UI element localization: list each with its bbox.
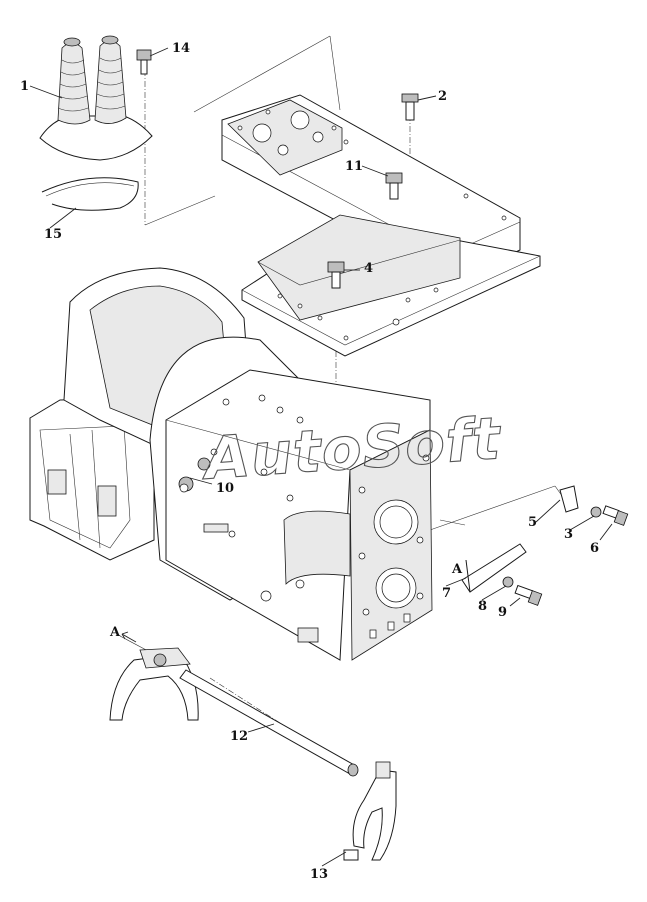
reference-arrow-icon: [121, 633, 137, 643]
bolt-6-part: [602, 505, 629, 526]
callout-10: 10: [216, 481, 234, 496]
arrowhead-icon: [121, 631, 129, 640]
callout-6: 6: [590, 541, 599, 556]
shift-fork-upper-part: [109, 647, 199, 721]
callout-4: 4: [364, 261, 373, 276]
shift-rod-12-part: [179, 669, 359, 777]
callout-5: 5: [528, 515, 537, 530]
bolt-14-part: [136, 49, 152, 75]
callout-11: 11: [345, 159, 363, 174]
reference-mark-a-upper: A: [451, 562, 463, 577]
shift-fork-13-part: [343, 761, 397, 861]
bolt-4-part: [327, 261, 345, 289]
callout-12: 12: [230, 729, 248, 744]
cover-plate-assembly: [221, 94, 541, 357]
washer-3-part: [590, 506, 602, 518]
bolt-2-part: [401, 93, 419, 121]
callout-9: 9: [498, 605, 507, 620]
callout-3: 3: [564, 527, 573, 542]
callout-7: 7: [442, 586, 451, 601]
reference-marks: A A: [109, 562, 463, 643]
reference-mark-a-lower: A: [109, 625, 121, 640]
gearbox-housing-part: [29, 267, 433, 661]
bracket-7-part: [461, 543, 527, 593]
callout-1: 1: [20, 79, 29, 94]
callout-14: 14: [172, 41, 190, 56]
callout-15: 15: [44, 227, 62, 242]
washer-8-part: [502, 576, 514, 588]
callout-labels: 1 2 3 4 5 6 7 8 9 10 11 12 13 14 15: [20, 41, 599, 882]
rubber-boot-part: [39, 35, 153, 161]
bolt-9-part: [514, 584, 543, 606]
bracket-5-part: [559, 485, 579, 513]
clamp-ring-part: [41, 177, 139, 211]
bolt-11-part: [385, 172, 403, 200]
leader-lines: [29, 47, 613, 867]
callout-8: 8: [478, 599, 487, 614]
callout-2: 2: [438, 89, 447, 104]
callout-13: 13: [310, 867, 328, 882]
